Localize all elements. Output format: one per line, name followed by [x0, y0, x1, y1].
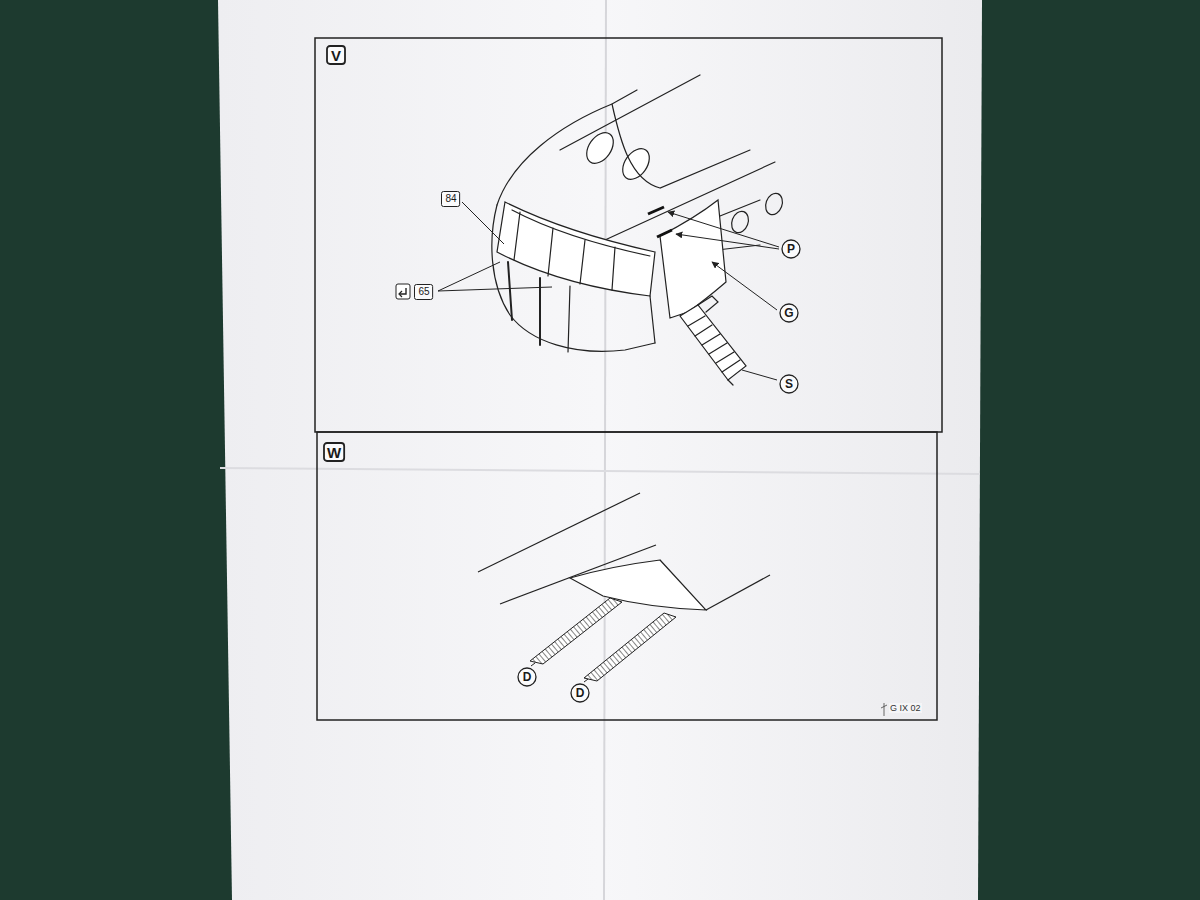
label-text: 84: [445, 194, 456, 204]
callout-number: 84: [441, 191, 460, 207]
part-mark: [648, 207, 664, 214]
ladder-part: [530, 598, 676, 681]
sheet-code: G IX 02: [889, 703, 922, 713]
leader-lines: [438, 202, 779, 380]
panel-frame: [317, 432, 937, 720]
label-text: W: [327, 445, 341, 460]
label-text: P: [787, 243, 795, 255]
label-text: G: [784, 307, 793, 319]
part-letter: S: [779, 374, 799, 394]
fuselage-underside: [478, 493, 770, 610]
aircraft-nose: [492, 75, 785, 385]
label-text: D: [523, 671, 532, 683]
step-letter: V: [326, 45, 346, 65]
label-text: 65: [418, 287, 429, 297]
leader-lines: [531, 663, 588, 682]
step-letter: W: [323, 442, 345, 462]
label-text: D: [576, 687, 585, 699]
part-letter: P: [781, 239, 801, 259]
paper-sheet: [218, 0, 982, 900]
callout-number: 65: [414, 284, 433, 300]
fold-line: [220, 468, 980, 474]
label-text: S: [785, 378, 793, 390]
reference-symbol: [396, 284, 410, 299]
part-letter: D: [570, 683, 590, 703]
part-letter: G: [779, 303, 799, 323]
panel-frame: [315, 38, 942, 432]
part-mark: [657, 230, 672, 237]
part-letter: D: [517, 667, 537, 687]
printer-mark: [881, 703, 887, 716]
label-text: V: [331, 48, 341, 63]
